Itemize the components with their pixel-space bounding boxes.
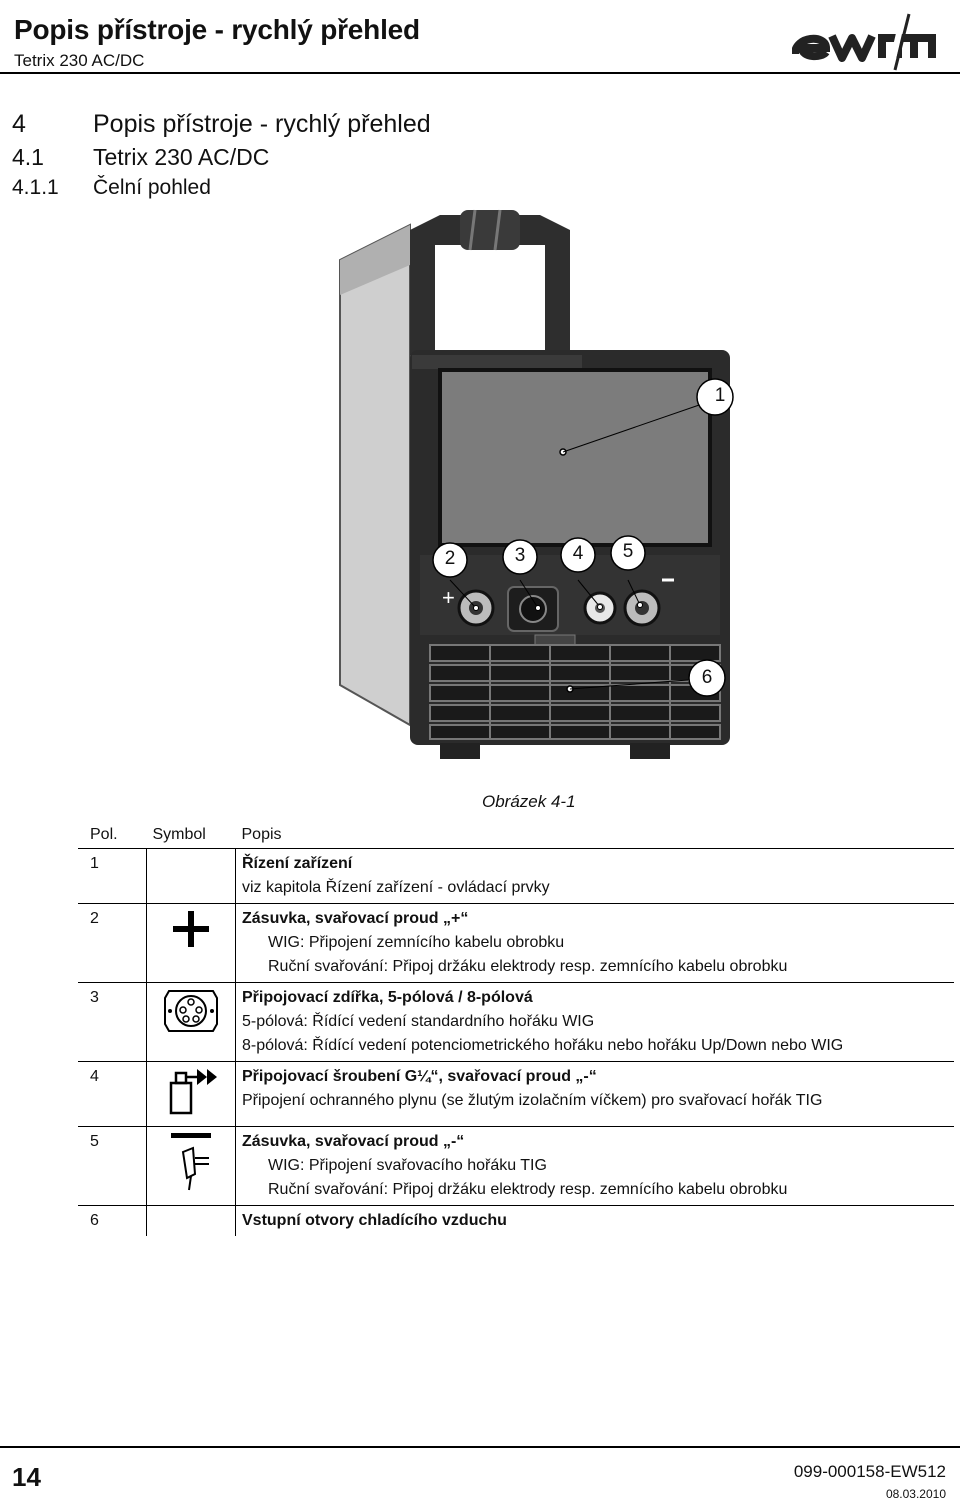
callout-label-5: 5 bbox=[622, 541, 634, 562]
row-symbol bbox=[146, 1061, 236, 1127]
column-header-description: Popis bbox=[235, 822, 954, 849]
row-pol: 1 bbox=[78, 848, 147, 904]
row-title: Řízení zařízení bbox=[242, 855, 353, 872]
row-pol: 5 bbox=[78, 1126, 147, 1206]
heading-text: Tetrix 230 AC/DC bbox=[93, 144, 270, 170]
table-row: 3 Připojovací zdířka, 5-pólová / 8-pólov… bbox=[78, 982, 954, 1062]
row-pol: 4 bbox=[78, 1061, 147, 1127]
table-row: 6 Vstupní otvory chladícího vzduchu bbox=[78, 1205, 955, 1237]
page-header-title: Popis přístroje - rychlý přehled bbox=[14, 14, 420, 45]
gas-cylinder-icon bbox=[169, 1069, 217, 1115]
heading-text: Čelní pohled bbox=[93, 176, 211, 199]
row-line: 5-pólová: Řídící vedení standardního hoř… bbox=[242, 1013, 595, 1030]
row-description: Řízení zařízení viz kapitola Řízení zaří… bbox=[235, 848, 954, 904]
row-symbol bbox=[146, 848, 236, 904]
column-header-symbol: Symbol bbox=[146, 822, 236, 849]
table-row: 4 Připojovací šroubení G¼“, svařovací pr… bbox=[78, 1061, 954, 1127]
row-line: viz kapitola Řízení zařízení - ovládací … bbox=[242, 879, 550, 896]
callout-label-4: 4 bbox=[572, 543, 584, 564]
row-description: Vstupní otvory chladícího vzduchu bbox=[236, 1206, 955, 1237]
document-date: 08.03.2010 bbox=[885, 1487, 946, 1501]
heading-number: 4.1.1 bbox=[12, 176, 59, 199]
row-title: Zásuvka, svařovací proud „+“ bbox=[242, 910, 469, 927]
document-number: 099-000158-EW512 bbox=[793, 1462, 946, 1481]
row-description: Připojovací zdířka, 5-pólová / 8-pólová … bbox=[235, 982, 954, 1062]
row-title: Vstupní otvory chladícího vzduchu bbox=[242, 1212, 507, 1229]
row-line: WIG: Připojení svařovacího hořáku TIG bbox=[268, 1157, 547, 1174]
table-row: 2 Zásuvka, svařovací proud „+“ WIG: Přip… bbox=[78, 903, 954, 983]
figure-caption: Obrázek 4-1 bbox=[482, 792, 576, 811]
control-socket-icon bbox=[164, 990, 218, 1032]
row-line: Připojení ochranného plynu (se žlutým iz… bbox=[242, 1092, 823, 1109]
row-symbol bbox=[146, 982, 236, 1062]
row-pol: 3 bbox=[78, 982, 147, 1062]
heading-number: 4 bbox=[12, 110, 26, 138]
callout-label-3: 3 bbox=[514, 545, 526, 566]
heading-number: 4.1 bbox=[12, 144, 44, 170]
row-pol: 6 bbox=[90, 1212, 99, 1229]
ewm-logo bbox=[792, 12, 936, 72]
row-symbol bbox=[146, 903, 236, 983]
row-description: Zásuvka, svařovací proud „-“ WIG: Připoj… bbox=[235, 1126, 954, 1206]
callout-label-2: 2 bbox=[444, 548, 456, 569]
row-line: Ruční svařování: Připoj držáku elektrody… bbox=[268, 958, 788, 975]
heading-text: Popis přístroje - rychlý přehled bbox=[93, 110, 431, 138]
row-title: Připojovací šroubení G¼“, svařovací prou… bbox=[242, 1068, 597, 1085]
table-row: 5 Zásuvka, svařovací proud „-“ WIG: Přip… bbox=[78, 1126, 954, 1206]
row-title: Připojovací zdířka, 5-pólová / 8-pólová bbox=[242, 989, 533, 1006]
row-description: Zásuvka, svařovací proud „+“ WIG: Připoj… bbox=[235, 903, 954, 983]
row-line: 8-pólová: Řídící vedení potenciometrické… bbox=[242, 1037, 844, 1054]
table-row: 1 Řízení zařízení viz kapitola Řízení za… bbox=[78, 848, 954, 904]
position-legend-table: Pol. Symbol Popis 1 Řízení zařízení viz … bbox=[78, 822, 954, 1236]
footer-rule bbox=[0, 1446, 960, 1448]
device-front-view-illustration: + bbox=[339, 209, 734, 759]
header-rule bbox=[0, 72, 960, 74]
tig-torch-minus-icon bbox=[171, 1133, 211, 1191]
callout-label-1: 1 bbox=[714, 385, 726, 406]
svg-text:+: + bbox=[442, 585, 455, 610]
row-description: Připojovací šroubení G¼“, svařovací prou… bbox=[235, 1061, 954, 1127]
row-title: Zásuvka, svařovací proud „-“ bbox=[242, 1133, 465, 1150]
row-pol: 2 bbox=[78, 903, 147, 983]
row-line: WIG: Připojení zemnícího kabelu obrobku bbox=[268, 934, 565, 951]
column-header-pol: Pol. bbox=[78, 822, 147, 849]
row-symbol bbox=[146, 1205, 236, 1236]
table-header-row: Pol. Symbol Popis bbox=[78, 822, 954, 849]
row-line: Ruční svařování: Připoj držáku elektrody… bbox=[268, 1181, 788, 1198]
plus-icon bbox=[173, 911, 209, 947]
page-number: 14 bbox=[12, 1462, 41, 1492]
page-header-subtitle: Tetrix 230 AC/DC bbox=[14, 51, 145, 70]
row-symbol bbox=[146, 1126, 236, 1206]
callout-label-6: 6 bbox=[701, 667, 713, 688]
